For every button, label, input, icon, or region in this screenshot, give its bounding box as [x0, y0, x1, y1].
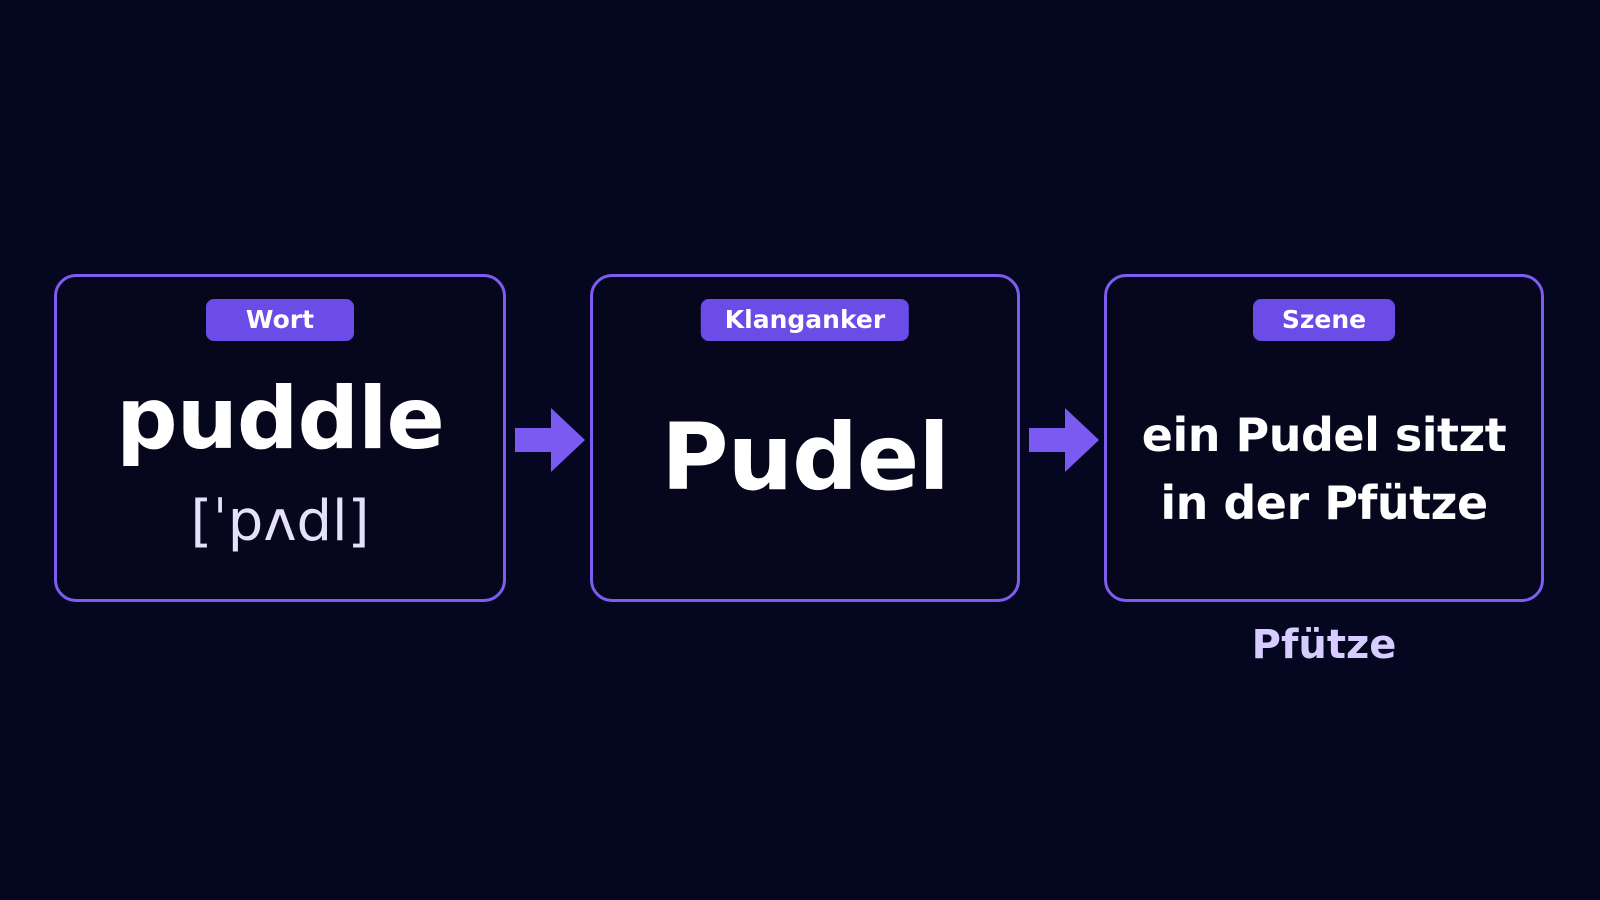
sound-anchor-card: Klanganker Pudel [590, 274, 1020, 602]
translation-caption: Pfütze [1251, 622, 1397, 668]
arrow-right-icon [515, 408, 585, 472]
english-word: puddle [116, 369, 445, 469]
scene-line-2: in der Pfütze [1160, 476, 1488, 530]
scene-line-1: ein Pudel sitzt [1141, 408, 1507, 462]
word-tag: Wort [206, 299, 354, 341]
scene-sentence: ein Pudel sitzt in der Pfütze [1107, 401, 1541, 537]
sound-anchor-tag: Klanganker [700, 299, 910, 341]
word-card: Wort puddle [ˈpʌdl] [54, 274, 506, 602]
scene-card: Szene ein Pudel sitzt in der Pfütze [1104, 274, 1544, 602]
phonetic-transcription: [ˈpʌdl] [190, 489, 370, 554]
sound-anchor-word: Pudel [661, 404, 950, 511]
arrow-right-icon [1029, 408, 1099, 472]
scene-tag: Szene [1253, 299, 1395, 341]
